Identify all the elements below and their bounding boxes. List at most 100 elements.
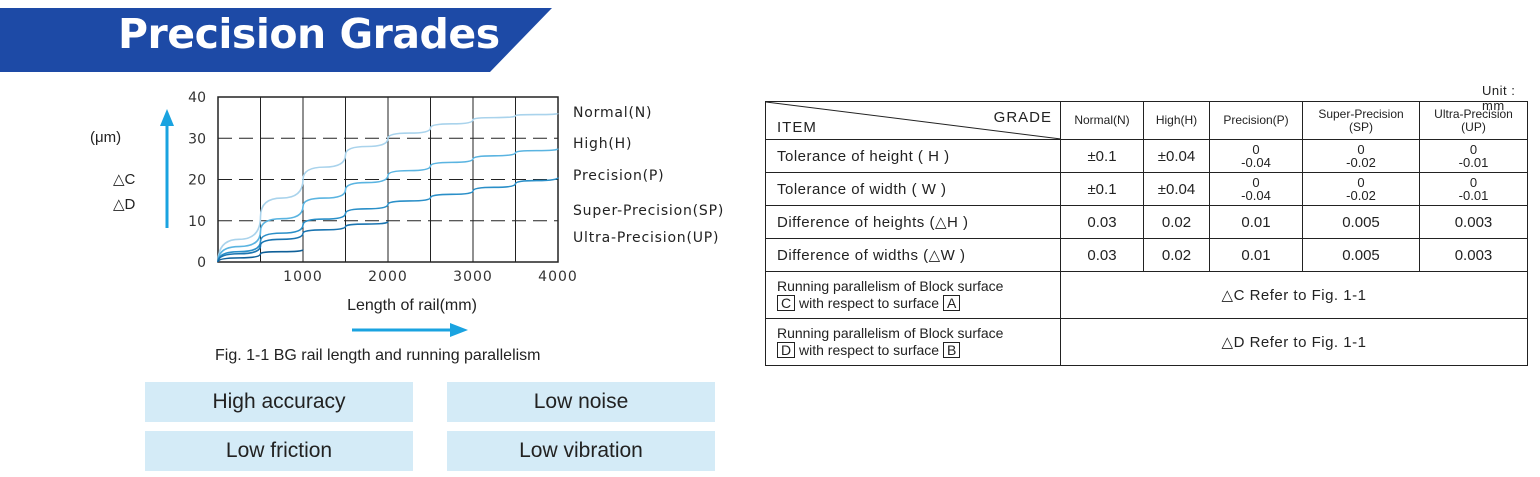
row-item-label: Tolerance of height ( H ) — [765, 139, 1061, 173]
table-cell: 0-0.04 — [1209, 172, 1303, 206]
y-tick-label: 40 — [188, 90, 206, 106]
cell-upper: 0 — [1252, 175, 1260, 190]
parallel-d-item: Running parallelism of Block surface D w… — [765, 318, 1061, 366]
table-cell: ±0.1 — [1060, 172, 1144, 206]
table-cell: 0.003 — [1419, 205, 1528, 239]
x-tick-label: 4000 — [538, 269, 578, 285]
y-axis-symbol-dc: △C — [113, 171, 136, 188]
header-diagonal — [766, 102, 1061, 139]
table-cell: 0.03 — [1060, 238, 1144, 272]
feature-high-accuracy: High accuracy — [145, 382, 413, 422]
y-tick-label: 0 — [197, 255, 206, 271]
surface-c-box: C — [777, 295, 796, 311]
cell-lower: -0.02 — [1346, 188, 1376, 203]
y-axis-unit: (μm) — [90, 129, 121, 146]
series-line-0 — [217, 112, 559, 263]
page-title: Precision Grades — [118, 10, 500, 58]
surface-a-box: A — [942, 295, 961, 311]
cell-upper: 0 — [1469, 175, 1478, 190]
y-tick-label: 10 — [188, 214, 206, 230]
table-cell: 0.01 — [1209, 238, 1303, 272]
table-row-parallel-d: Running parallelism of Block surface D w… — [765, 318, 1528, 366]
table-header-row: ITEM GRADE Normal(N) High(H) Precision(P… — [765, 101, 1528, 140]
feature-low-vibration: Low vibration — [447, 431, 715, 471]
figure-caption: Fig. 1-1 BG rail length and running para… — [215, 347, 541, 364]
grade-header-super-precision: Super-Precision(SP) — [1302, 101, 1420, 140]
table-cell: 0.02 — [1143, 205, 1210, 239]
chart-ticks: 1000 2000 3000 4000 0 10 20 30 40 — [188, 90, 578, 285]
parallel-c-item: Running parallelism of Block surface C w… — [765, 271, 1061, 319]
chart-legend: Normal(N) High(H) Precision(P) Super-Precis… — [573, 105, 724, 246]
legend-label-2: Precision(P) — [573, 168, 664, 184]
series-line-3 — [217, 221, 389, 263]
cell-lower: -0.01 — [1458, 155, 1489, 170]
x-tick-label: 2000 — [368, 269, 408, 285]
header-item: ITEM — [777, 119, 817, 136]
table-cell: 0.01 — [1209, 205, 1303, 239]
cell-lower: -0.04 — [1241, 155, 1271, 170]
series-line-2 — [217, 177, 559, 263]
header-item-grade-cell: ITEM GRADE — [765, 101, 1061, 140]
cell-upper: 0 — [1252, 142, 1260, 157]
y-arrow-head — [160, 109, 174, 126]
table-cell: 0.003 — [1419, 238, 1528, 272]
x-tick-label: 1000 — [283, 269, 323, 285]
table-cell: 0-0.04 — [1209, 139, 1303, 173]
legend-label-0: Normal(N) — [573, 105, 652, 121]
table-cell: 0.03 — [1060, 205, 1144, 239]
x-arrow-head — [450, 323, 468, 337]
grade-header-ultra-precision: Ultra-Precision(UP) — [1419, 101, 1528, 140]
y-tick-label: 20 — [188, 173, 206, 189]
row-item-label: Difference of widths (△W ) — [765, 238, 1061, 272]
surface-d-box: D — [777, 342, 796, 358]
feature-low-noise: Low noise — [447, 382, 715, 422]
table-cell: ±0.04 — [1143, 172, 1210, 206]
table-cell: 0.005 — [1302, 238, 1420, 272]
precision-grade-table: ITEM GRADE Normal(N) High(H) Precision(P… — [765, 101, 1528, 366]
x-axis-label: Length of rail(mm) — [347, 297, 477, 314]
table-cell: ±0.1 — [1060, 139, 1144, 173]
chart-series — [217, 112, 559, 263]
grade-header-normal: Normal(N) — [1060, 101, 1144, 140]
parallel-c-value: △C Refer to Fig. 1-1 — [1060, 271, 1528, 319]
cell-lower: -0.04 — [1241, 188, 1271, 203]
cell-upper: 0 — [1357, 142, 1365, 157]
surface-b-box: B — [942, 342, 961, 358]
grade-header-precision: Precision(P) — [1209, 101, 1303, 140]
rail-parallelism-chart: 1000 2000 3000 4000 0 10 20 30 40 Normal(N) High(… — [90, 90, 724, 337]
cell-lower: -0.01 — [1458, 188, 1489, 203]
legend-label-1: High(H) — [573, 136, 632, 152]
chart-grid — [217, 96, 559, 263]
series-line-1 — [217, 148, 559, 263]
cell-upper: 0 — [1357, 175, 1365, 190]
legend-label-3: Super-Precision(SP) — [573, 203, 724, 219]
banner-shape — [0, 8, 552, 72]
table-cell: 0-0.02 — [1302, 172, 1420, 206]
table-cell: ±0.04 — [1143, 139, 1210, 173]
table-row-parallel-c: Running parallelism of Block surface C w… — [765, 271, 1528, 319]
cell-upper: 0 — [1469, 142, 1478, 157]
table-cell: 0-0.02 — [1302, 139, 1420, 173]
table-cell: 0-0.01 — [1419, 139, 1528, 173]
header-grade: GRADE — [993, 109, 1052, 126]
cell-lower: -0.02 — [1346, 155, 1376, 170]
feature-low-friction: Low friction — [145, 431, 413, 471]
parallel-d-value: △D Refer to Fig. 1-1 — [1060, 318, 1528, 366]
row-item-label: Difference of heights (△H ) — [765, 205, 1061, 239]
table-cell: 0-0.01 — [1419, 172, 1528, 206]
y-tick-label: 30 — [188, 131, 206, 147]
legend-label-4: Ultra-Precision(UP) — [573, 230, 719, 246]
grade-header-high: High(H) — [1143, 101, 1210, 140]
row-item-label: Tolerance of width ( W ) — [765, 172, 1061, 206]
table-cell: 0.02 — [1143, 238, 1210, 272]
series-line-4 — [217, 249, 304, 263]
x-tick-label: 3000 — [453, 269, 493, 285]
y-axis-symbol-dd: △D — [113, 196, 136, 213]
title-banner — [0, 8, 552, 72]
table-cell: 0.005 — [1302, 205, 1420, 239]
